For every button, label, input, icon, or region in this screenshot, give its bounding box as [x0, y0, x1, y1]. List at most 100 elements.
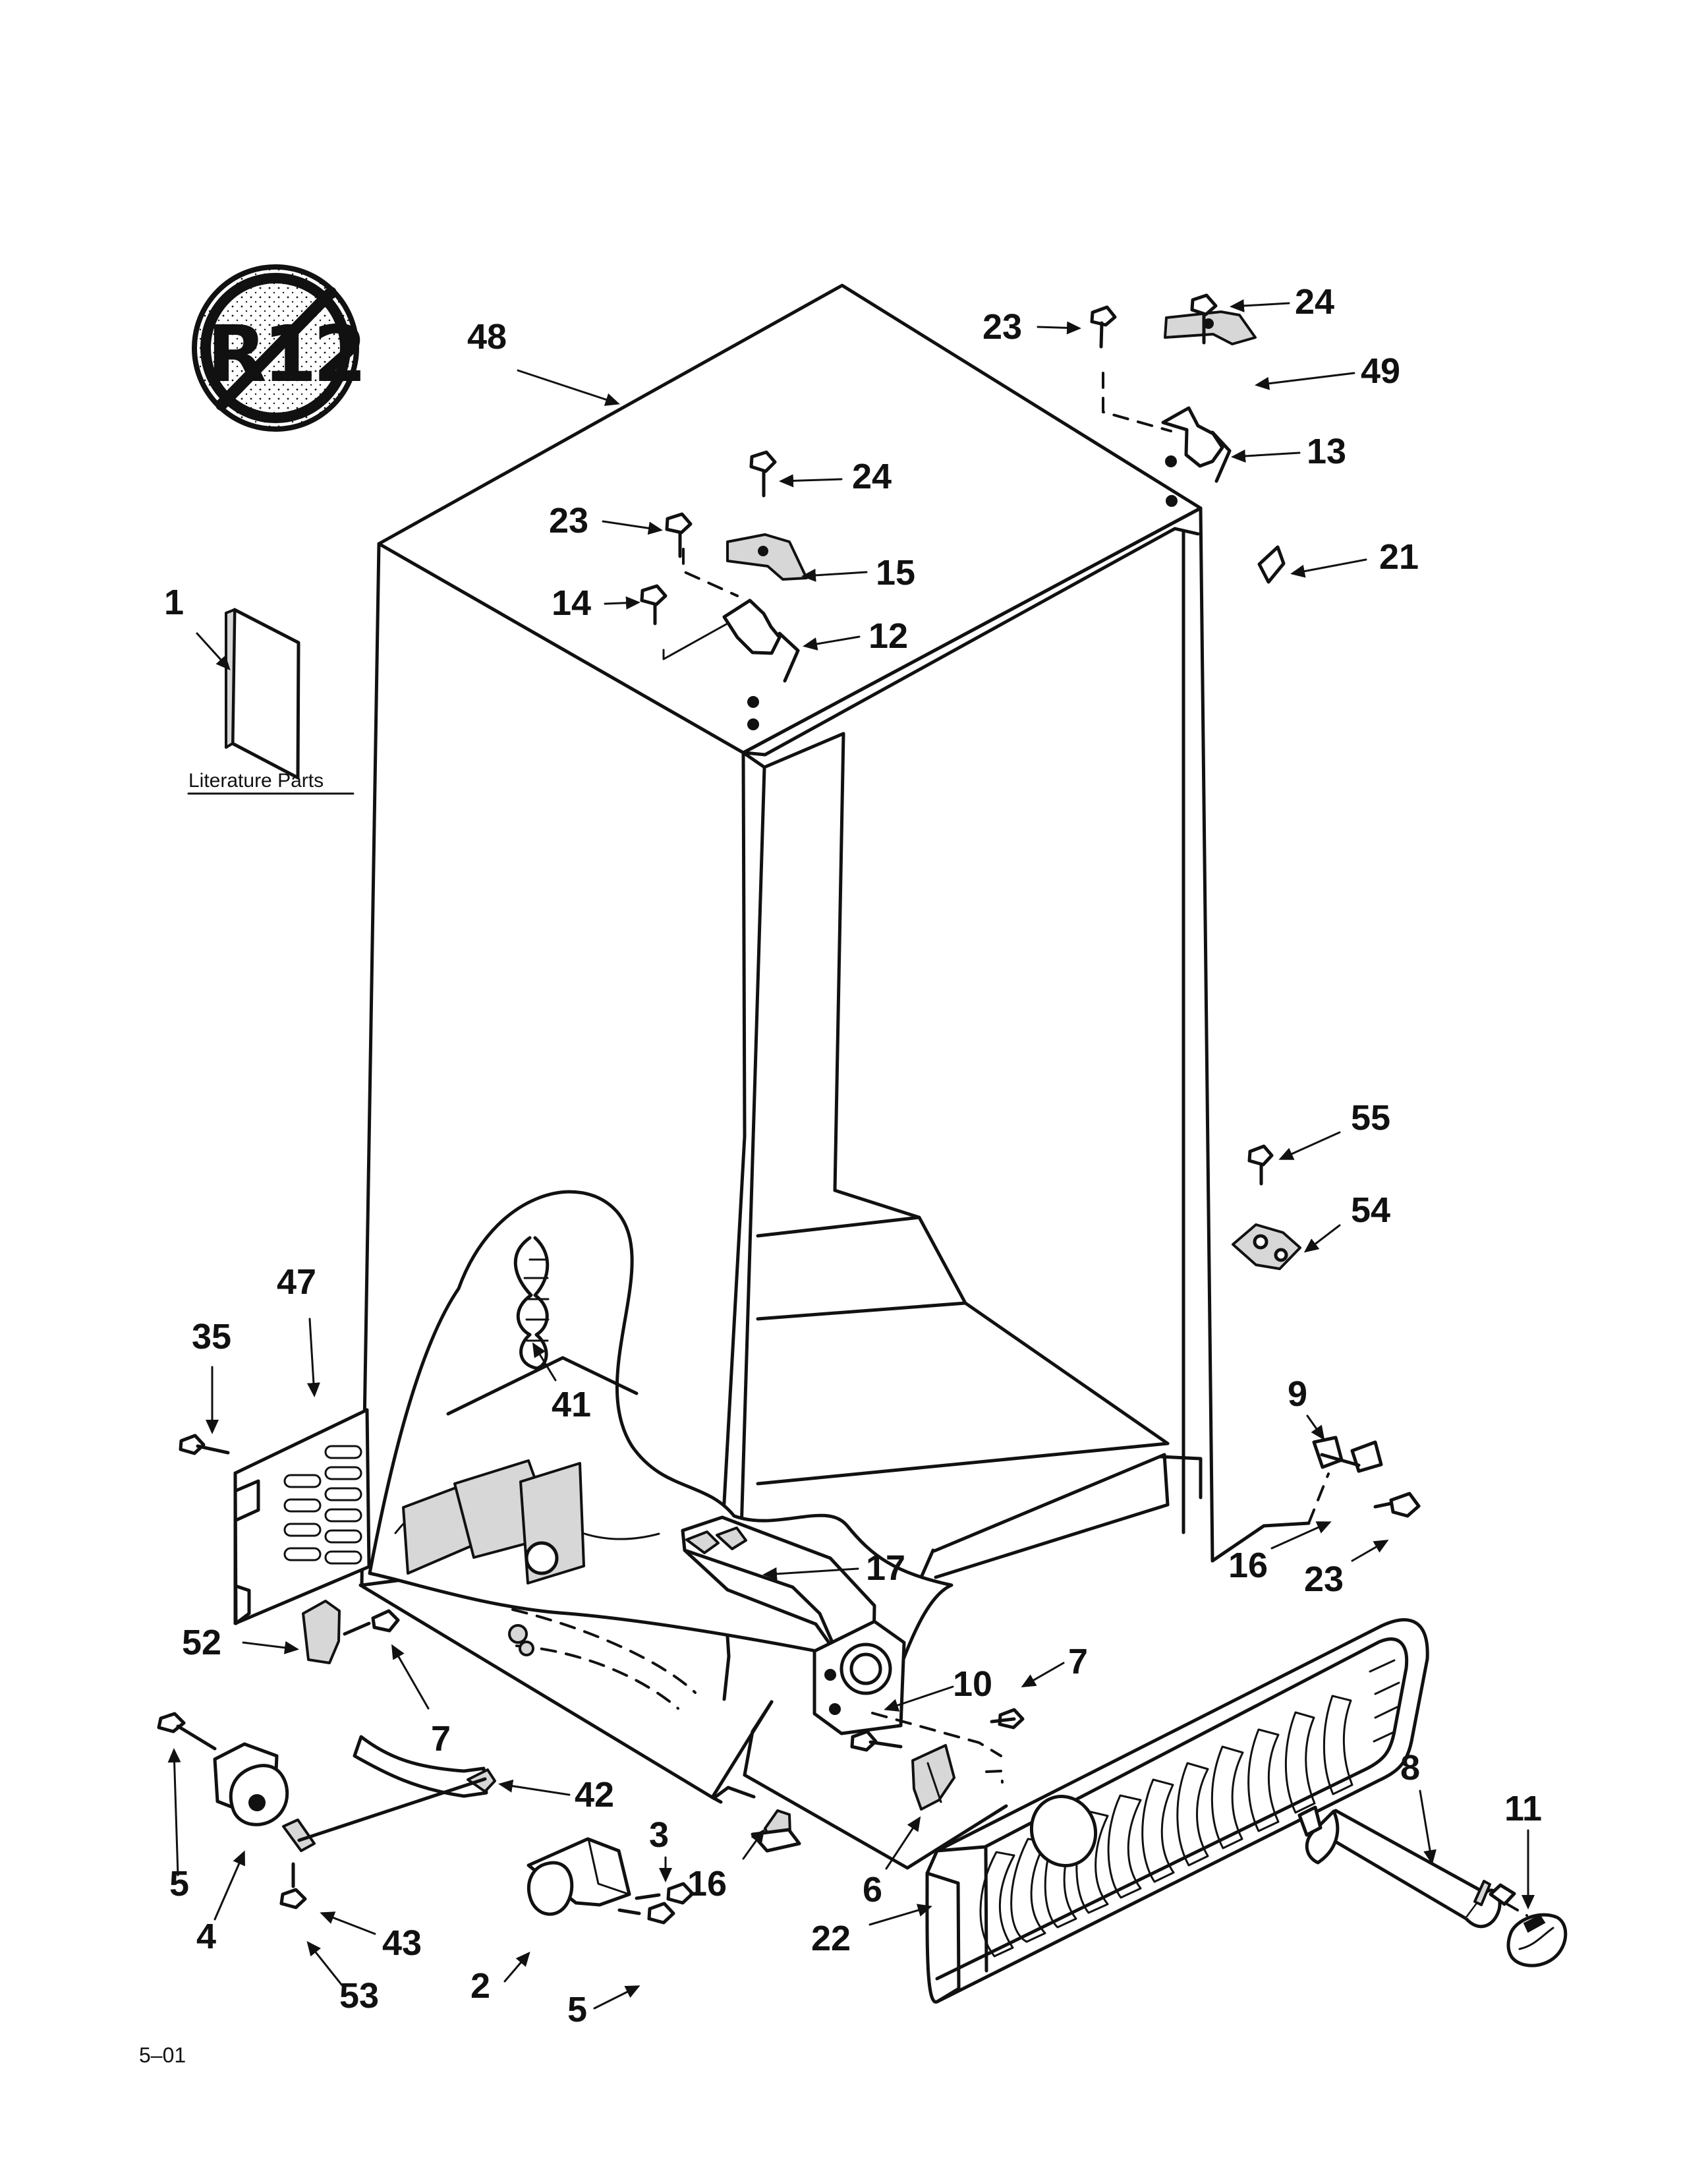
- leader-49: [1255, 372, 1355, 390]
- callout-leader-lines: [167, 299, 1535, 2010]
- leader-47: [306, 1318, 320, 1397]
- callout-label-13: 13: [1307, 432, 1346, 471]
- callout-label-49: 49: [1361, 351, 1400, 391]
- leader-41: [532, 1342, 557, 1382]
- leader-24-middle: [779, 474, 843, 488]
- callout-label-23-middle: 23: [549, 501, 588, 540]
- leader-23-middle: [602, 520, 663, 535]
- callout-label-14: 14: [552, 583, 591, 623]
- callout-label-23-top: 23: [982, 307, 1022, 347]
- callout-labels: 1 48 23 24 49 13 24 23 15 14 12 21 55 54…: [164, 282, 1542, 2029]
- leader-16-right: [1270, 1521, 1332, 1550]
- bracket-icon-right-54: [1232, 1223, 1301, 1270]
- callout-label-1: 1: [164, 583, 184, 622]
- callout-label-6: 6: [863, 1870, 882, 1909]
- callout-label-53: 53: [339, 1976, 379, 2016]
- callout-label-22: 22: [811, 1919, 851, 1958]
- leader-2: [503, 1951, 530, 1983]
- leader-54: [1303, 1224, 1341, 1253]
- callout-label-17: 17: [866, 1548, 905, 1588]
- leader-8: [1419, 1790, 1437, 1865]
- screw-icon-middle-14: [640, 584, 668, 626]
- callout-label-24-middle: 24: [852, 457, 892, 496]
- leader-48: [517, 369, 620, 406]
- water-valve-assembly: [681, 1515, 1004, 1784]
- callout-label-23-right: 23: [1304, 1559, 1344, 1599]
- leader-12: [803, 635, 861, 651]
- right-lower-screw-and-clip: [850, 1708, 1025, 1811]
- callout-label-41: 41: [552, 1385, 591, 1424]
- top-right-hinge-assembly: [1102, 310, 1257, 507]
- leader-9: [1306, 1414, 1325, 1441]
- callout-label-16-right: 16: [1228, 1546, 1268, 1585]
- leader-22: [868, 1904, 932, 1926]
- callout-label-4: 4: [196, 1917, 216, 1956]
- callout-label-2: 2: [470, 1966, 490, 2006]
- leader-24-top: [1230, 299, 1290, 312]
- leader-21: [1290, 558, 1367, 578]
- callout-label-5-bottom: 5: [567, 1990, 587, 2029]
- callout-label-16-bottom: 16: [687, 1864, 727, 1904]
- leader-14: [604, 596, 640, 610]
- callout-label-8: 8: [1400, 1748, 1420, 1788]
- leader-1: [196, 632, 231, 670]
- callout-label-3: 3: [649, 1815, 669, 1855]
- screw-icon-middle-24: [749, 450, 777, 498]
- callout-label-55: 55: [1351, 1098, 1390, 1138]
- callout-label-11: 11: [1504, 1789, 1542, 1828]
- callout-label-24-top: 24: [1295, 282, 1334, 322]
- r12-prohibited-symbol: R12: [192, 264, 367, 432]
- leader-16-bottom: [742, 1828, 765, 1860]
- literature-booklet-icon: [225, 608, 300, 780]
- base-grille: [925, 1618, 1429, 2004]
- leader-5-left: [167, 1748, 181, 1877]
- callout-label-10: 10: [953, 1664, 992, 1704]
- screws-and-small-hardware: [179, 293, 1421, 1664]
- top-center-hinge-assembly: [662, 533, 808, 730]
- literature-parts-label: Literature Parts: [188, 770, 324, 792]
- leader-23-top: [1037, 321, 1081, 335]
- leader-23-right: [1351, 1540, 1389, 1562]
- callout-label-54: 54: [1351, 1190, 1390, 1230]
- grille-louvers: [979, 1659, 1400, 1958]
- leader-53: [306, 1940, 343, 1987]
- leader-7-right: [1021, 1662, 1065, 1687]
- callout-label-15: 15: [876, 553, 915, 593]
- callout-label-48: 48: [467, 317, 507, 357]
- leader-42: [498, 1779, 571, 1796]
- callout-label-47: 47: [277, 1262, 316, 1302]
- screw-icon-top-left-23: [1090, 305, 1117, 349]
- leader-55: [1278, 1131, 1341, 1160]
- right-lower-brackets-9-16-23: [1307, 1436, 1421, 1525]
- leader-43: [320, 1911, 376, 1935]
- callout-label-5-left: 5: [169, 1864, 189, 1904]
- callout-label-7-left: 7: [431, 1719, 451, 1759]
- screw-icon-top-right-24: [1190, 293, 1218, 345]
- callout-label-9: 9: [1288, 1374, 1307, 1414]
- rear-access-panel: [233, 1408, 371, 1625]
- rear-panel-louvers: [283, 1445, 362, 1565]
- leader-7-left: [391, 1644, 430, 1710]
- callout-label-7-right: 7: [1068, 1642, 1088, 1681]
- prohibition-slash: [215, 287, 337, 411]
- callout-label-35: 35: [192, 1317, 231, 1356]
- left-lower-hardware-35-52-7: [179, 1434, 400, 1664]
- leader-5-bottom: [593, 1985, 640, 2010]
- callout-label-12: 12: [868, 616, 908, 656]
- screw-icon-right-55: [1247, 1144, 1274, 1186]
- leader-52: [242, 1641, 299, 1654]
- callout-label-21: 21: [1379, 537, 1419, 577]
- callout-label-52: 52: [182, 1623, 221, 1662]
- leader-15: [801, 568, 868, 582]
- lower-center-bracket-and-hardware: [527, 1809, 801, 1925]
- screw-icon-middle-23: [665, 512, 693, 558]
- lower-left-roller-and-tube-parts: [157, 1712, 496, 1909]
- leader-10: [884, 1685, 954, 1712]
- door-stop-icon-21: [1257, 545, 1286, 584]
- footer-revision-code: 5–01: [139, 2043, 186, 2067]
- callout-label-42: 42: [575, 1775, 614, 1815]
- leader-4: [214, 1850, 245, 1921]
- leader-6: [885, 1816, 921, 1870]
